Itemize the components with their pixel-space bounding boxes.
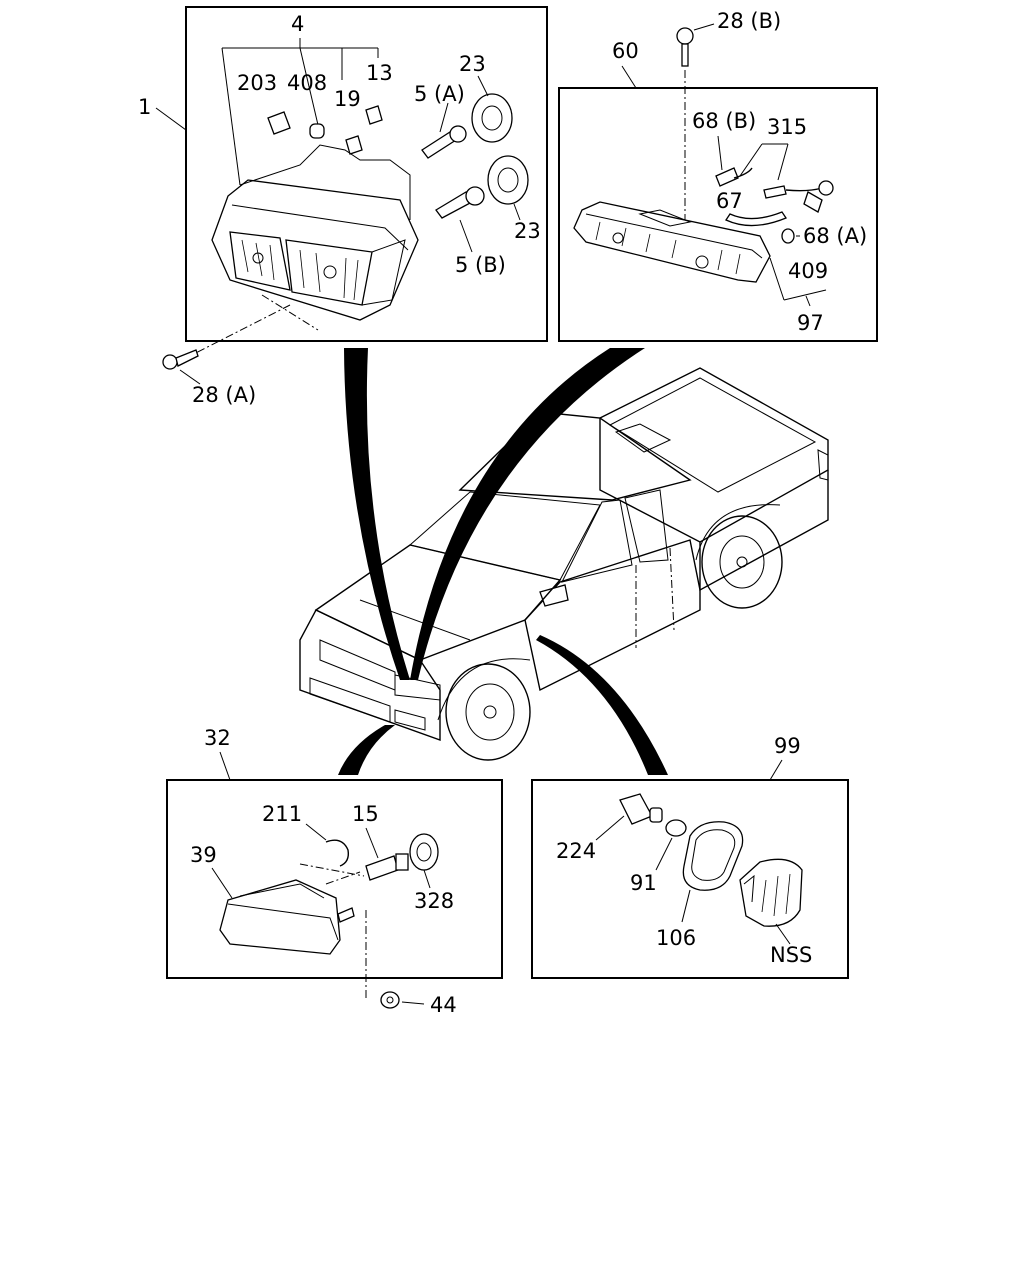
part-44-label: 44 — [430, 993, 457, 1017]
bulb-5b-part — [435, 186, 485, 219]
bulb-91-part — [665, 819, 687, 837]
connector-arc-fog-lamp — [338, 725, 395, 775]
gasket-106-part — [682, 821, 744, 891]
callout-60-label: 60 — [612, 39, 639, 63]
bolt-28a-part — [162, 349, 199, 370]
part-224-label: 224 — [556, 839, 596, 863]
turn-lamp-housing-part — [573, 201, 771, 283]
grommet-408-part — [309, 123, 325, 139]
part-409-label: 409 — [788, 259, 828, 283]
part-nss-label: NSS — [770, 943, 812, 967]
bulb-5a-part — [421, 125, 467, 159]
part-328-label: 328 — [414, 889, 454, 913]
part-315-label: 315 — [767, 115, 807, 139]
callout-4-label: 4 — [291, 12, 304, 36]
side-marker-panel: 99 224 91 106 NSS — [531, 734, 849, 979]
wire-harness-315-part — [733, 167, 834, 213]
part-5a-label: 5 (A) — [414, 82, 465, 106]
part-23-top-label: 23 — [459, 52, 486, 76]
fog-lamp-housing-part — [219, 879, 355, 955]
part-211-label: 211 — [262, 802, 302, 826]
part-28a-label: 28 (A) — [192, 383, 256, 407]
callout-99-label: 99 — [774, 734, 801, 758]
socket-23-bottom-part — [487, 155, 529, 205]
callout-1-label: 1 — [138, 95, 151, 119]
screw-28b-part — [676, 27, 694, 67]
part-5b-label: 5 (B) — [455, 253, 506, 277]
part-23-bottom-label: 23 — [514, 219, 541, 243]
callout-32-label: 32 — [204, 726, 231, 750]
turn-lamp-panel: 60 28 (B) 68 (B) 315 67 68 (A) 409 97 — [558, 9, 878, 342]
side-marker-lamp-part — [739, 858, 803, 927]
part-106-label: 106 — [656, 926, 696, 950]
connector-arc-side-marker — [536, 635, 668, 775]
screw-13-part — [365, 105, 383, 125]
part-28b-label: 28 (B) — [717, 9, 781, 33]
part-203-label: 203 — [237, 71, 277, 95]
nut-19-part — [345, 135, 363, 155]
bulb-15-part — [365, 853, 409, 881]
part-408-label: 408 — [287, 71, 327, 95]
part-97-label: 97 — [797, 311, 824, 335]
headlamp-assembly-part — [211, 144, 419, 321]
connector-arc-headlamp — [344, 348, 410, 680]
fog-lamp-panel: 32 211 15 39 328 — [166, 726, 503, 1000]
part-67-label: 67 — [716, 189, 743, 213]
gasket-67-part — [725, 211, 787, 227]
socket-23-top-part — [471, 93, 513, 143]
part-39-label: 39 — [190, 843, 217, 867]
bulb-68b-part — [715, 167, 739, 187]
headlamp-panel: 1 4 203 408 19 13 5 (A) 5 (B) 23 23 — [138, 6, 548, 359]
nut-44-part — [380, 991, 400, 1009]
socket-68a-part — [781, 228, 795, 244]
clip-211-part — [325, 839, 350, 867]
part-68b-label: 68 (B) — [692, 109, 756, 133]
socket-328-part — [409, 833, 439, 871]
part-68a-label: 68 (A) — [803, 224, 867, 248]
socket-224-part — [619, 793, 663, 825]
part-91-label: 91 — [630, 871, 657, 895]
part-19-label: 19 — [334, 87, 361, 111]
part-15-label: 15 — [352, 802, 379, 826]
clip-203-part — [267, 111, 291, 135]
part-13-label: 13 — [366, 61, 393, 85]
